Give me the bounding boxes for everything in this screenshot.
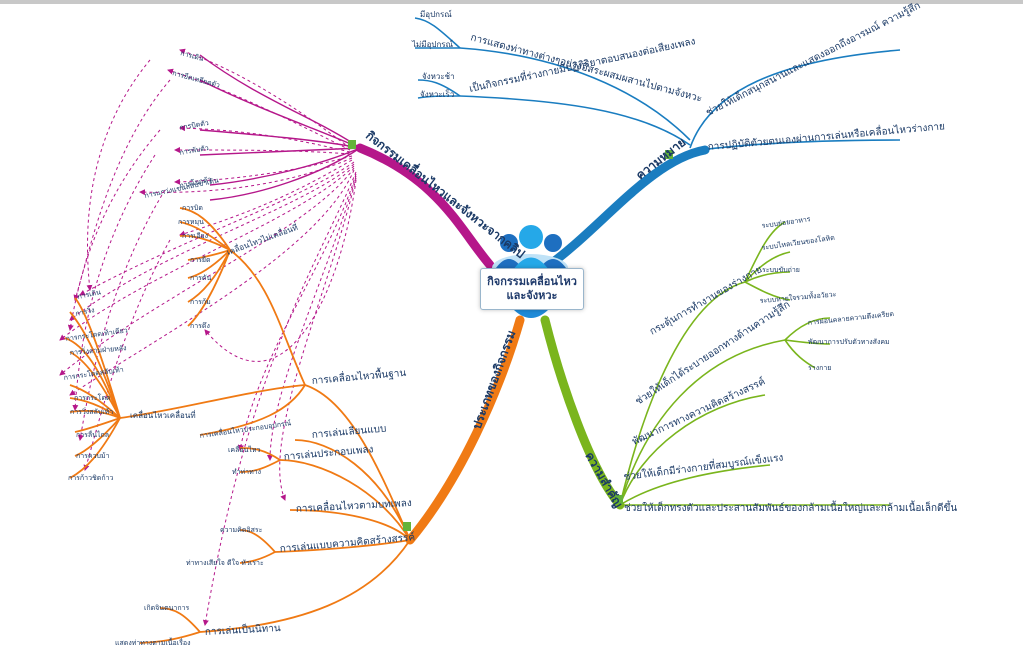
types-subbranches (64, 207, 411, 644)
types-song-play-1: เคลื่อนไหว (228, 445, 260, 454)
activities-item-6: การแกว่งแขนสลับขาเดิน (144, 176, 220, 200)
types-moving-8: การลื่นไถล (76, 430, 109, 439)
types-creative-label: การเล่นแบบความคิดสร้างสรรค์ (279, 531, 415, 555)
types-in-place-1: การเอียง (182, 232, 208, 240)
types-moving-6: การกระโดด (74, 393, 111, 402)
meaning-sub-3: จังหวะช้า (422, 72, 455, 81)
branch-types-label: ประเภทของกิจกรรม (470, 328, 519, 431)
types-basic-label: การเคลื่อนไหวพื้นฐาน (311, 365, 407, 387)
activities-item-2: การยืดเหยียดตัว (171, 69, 220, 89)
meaning-item-2: การปฏิบัติตัวยตนเองผ่านการเล่นหรือเคลื่อ… (707, 118, 945, 153)
meaning-sub-2: ไม่มีอุปกรณ์ (411, 39, 454, 49)
importance-item-4: ช่วยให้เด็กมีร่างกายที่สมบูรณ์แข็งแรง (623, 449, 784, 483)
importance-item-5: ช่วยให้เด็กทรงตัวและประสานสัมพันธ์ของกล้… (624, 500, 957, 514)
central-topic-label: กิจกรรมเคลื่อนไหวและจังหวะ (487, 275, 577, 302)
types-story-1: เกิดจินตนาการ (144, 604, 189, 612)
meaning-sub-4: จังหวะเร็ว (420, 89, 454, 99)
types-in-place-6: การบิด (182, 204, 203, 212)
types-in-place-5: การดึง (190, 321, 210, 330)
top-bar (0, 0, 1023, 4)
types-in-place-2: การยืด (190, 256, 211, 264)
types-equipment-label: การเคลื่อนไหวประกอบอุปกรณ์ (199, 418, 292, 440)
importance-body-sub-3: ระบบขับถ่าย (762, 266, 800, 274)
branch-importance-label: ความสำคัญ (582, 450, 625, 510)
types-imitation-label: การเล่นเลียนแบบ (311, 423, 387, 441)
types-creative-1: ความคิดอิสระ (220, 526, 263, 534)
importance-feeling-sub-1: การผ่อนคลายความตึงเครียด (807, 309, 894, 327)
importance-feeling-sub-3: ร่างกาย (808, 364, 831, 372)
attachment-icons (348, 140, 673, 531)
activities-subbranches (199, 54, 361, 201)
types-story-label: การเล่นเป็นนิทาน (204, 620, 281, 638)
branch-activities-label: กิจกรรมเคลื่อนไหวและจังหวะจากคลิป (363, 127, 529, 261)
importance-body-sub-1: ระบบย่อยอาหาร (761, 215, 811, 230)
importance-feeling-sub-2: พัฒนาการปรับตัวทางสังคม (808, 338, 890, 346)
types-moving-7: การวิ่งสลับเท้า (70, 407, 113, 416)
importance-item-2: ช่วยให้เด็กได้ระบายออกทางด้านความรู้สึก (632, 297, 792, 408)
types-moving-9: การควบม้า (76, 452, 110, 460)
types-moving-2: การวิ่ง (75, 305, 96, 318)
types-in-place-4: การก้ม (190, 298, 211, 306)
types-song-play-2: ทำท่าทาง (232, 468, 261, 476)
types-song-movement-label: การเคลื่อนไหวตามบทเพลง (295, 495, 412, 515)
types-in-place-3: การดัน (190, 274, 211, 282)
types-moving-3: การกระโดดเท้าเดียว (65, 325, 128, 343)
types-creative-2: ท่าทางเสียใจ ดีใจ หัวเราะ (186, 558, 264, 567)
types-moving-1: การเดิน (77, 288, 102, 301)
activities-item-1: การเดิน (179, 49, 204, 63)
types-moving-label: เคลื่อนไหวเคลื่อนที่ (130, 409, 196, 420)
types-story-2: แสดงท่าทางตามเนื้อเรื่อง (115, 636, 191, 647)
importance-subbranches (619, 221, 890, 506)
relationship-arrows (59, 48, 357, 626)
types-moving-10: การก้าวชิดก้าว (68, 474, 113, 482)
importance-body-sub-2: ระบบไหลเวียนของโลหิต (761, 233, 836, 252)
meaning-subbranches (414, 17, 901, 151)
importance-body-sub-4: ระบบหายใจรวมทั้งอวัยวะ (759, 287, 837, 305)
meaning-sub-1: มีอุปกรณ์ (420, 9, 452, 19)
meaning-item-1: ช่วยให้เด็กสนุกสนานและแสดงออกถึงอารมณ์ ค… (703, 0, 922, 119)
main-branches (355, 143, 710, 545)
central-topic-box[interactable]: กิจกรรมเคลื่อนไหวและจังหวะ (480, 268, 584, 310)
types-in-place-7: การหมุน (178, 218, 204, 226)
